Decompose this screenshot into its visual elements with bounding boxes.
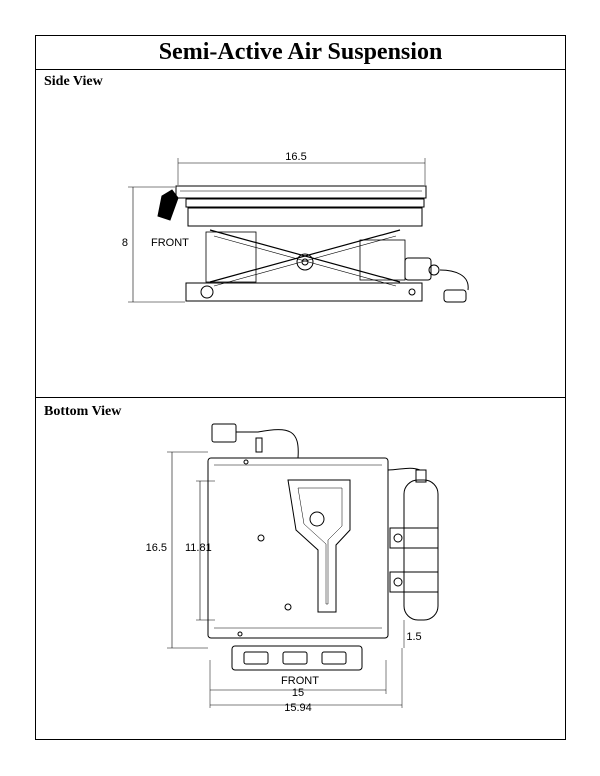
bottom-inner-length-dim-text: 11.81 — [185, 542, 212, 554]
bottom-inner-width-dim-text: 15 — [292, 687, 304, 699]
bottom-tank-strap-1 — [389, 527, 439, 549]
bottom-front-label: FRONT — [281, 675, 319, 687]
bottom-center-bolt — [309, 511, 325, 527]
side-base-bolt-right — [408, 288, 416, 296]
bottom-strap-bolt-1 — [393, 533, 403, 543]
side-connector — [428, 264, 440, 276]
side-center-pivot-inner — [301, 258, 309, 266]
bottom-tank-strap-2 — [389, 571, 439, 593]
bottom-top-cable — [236, 429, 299, 459]
bottom-top-connector — [211, 423, 237, 443]
bottom-hole-2 — [284, 603, 292, 611]
page-title: Semi-Active Air Suspension — [158, 39, 443, 65]
bottom-top-plug — [255, 437, 263, 453]
bottom-strap-bolt-2 — [393, 577, 403, 587]
bottom-base-plate — [207, 457, 389, 639]
bottom-hole-3 — [243, 459, 249, 465]
bottom-front-handle-part-2 — [282, 651, 308, 665]
side-center-pivot — [296, 253, 314, 271]
bottom-air-tank — [403, 479, 439, 621]
bottom-view-label: Bottom View — [44, 404, 122, 419]
side-front-label: FRONT — [151, 237, 189, 249]
bottom-channel — [287, 479, 351, 613]
bottom-hole-4 — [237, 631, 243, 637]
bottom-tank-valve — [415, 469, 427, 483]
bottom-tank-hose — [387, 467, 421, 471]
side-plug — [443, 289, 467, 303]
side-scissor-arm-2-edge — [213, 235, 397, 287]
bottom-view-drawing — [167, 423, 439, 708]
side-view-label: Side View — [44, 74, 103, 89]
side-controller-box — [404, 257, 432, 281]
bottom-overall-width-dim-text: 15.94 — [284, 702, 312, 714]
side-adjust-handle — [157, 189, 179, 221]
side-damper — [359, 239, 406, 281]
drawing-sheet: Semi-Active Air Suspension Side View Bot… — [35, 35, 566, 740]
title-bar: Semi-Active Air Suspension — [36, 36, 565, 70]
side-base-bolt — [200, 285, 214, 299]
side-width-dim-text: 16.5 — [285, 151, 306, 163]
bottom-front-handle-part-3 — [321, 651, 347, 665]
bottom-length-dim-text: 16.5 — [146, 542, 167, 554]
section-divider — [36, 397, 565, 398]
side-cable — [439, 269, 469, 291]
side-upper-frame — [187, 207, 423, 227]
side-slide-rail — [185, 198, 425, 208]
bottom-channel-inner — [297, 487, 343, 605]
bottom-front-handle-part-1 — [243, 651, 269, 665]
bottom-hole-1 — [257, 534, 265, 542]
side-scissor-arm-2 — [209, 229, 401, 283]
side-height-dim-text: 8 — [122, 237, 128, 249]
side-base-plate — [185, 282, 423, 302]
side-view-drawing — [128, 158, 469, 303]
side-top-plate — [175, 185, 427, 199]
side-air-spring — [205, 231, 257, 283]
bottom-front-handle — [231, 645, 363, 671]
bottom-offset-dim-text: 1.5 — [406, 631, 421, 643]
